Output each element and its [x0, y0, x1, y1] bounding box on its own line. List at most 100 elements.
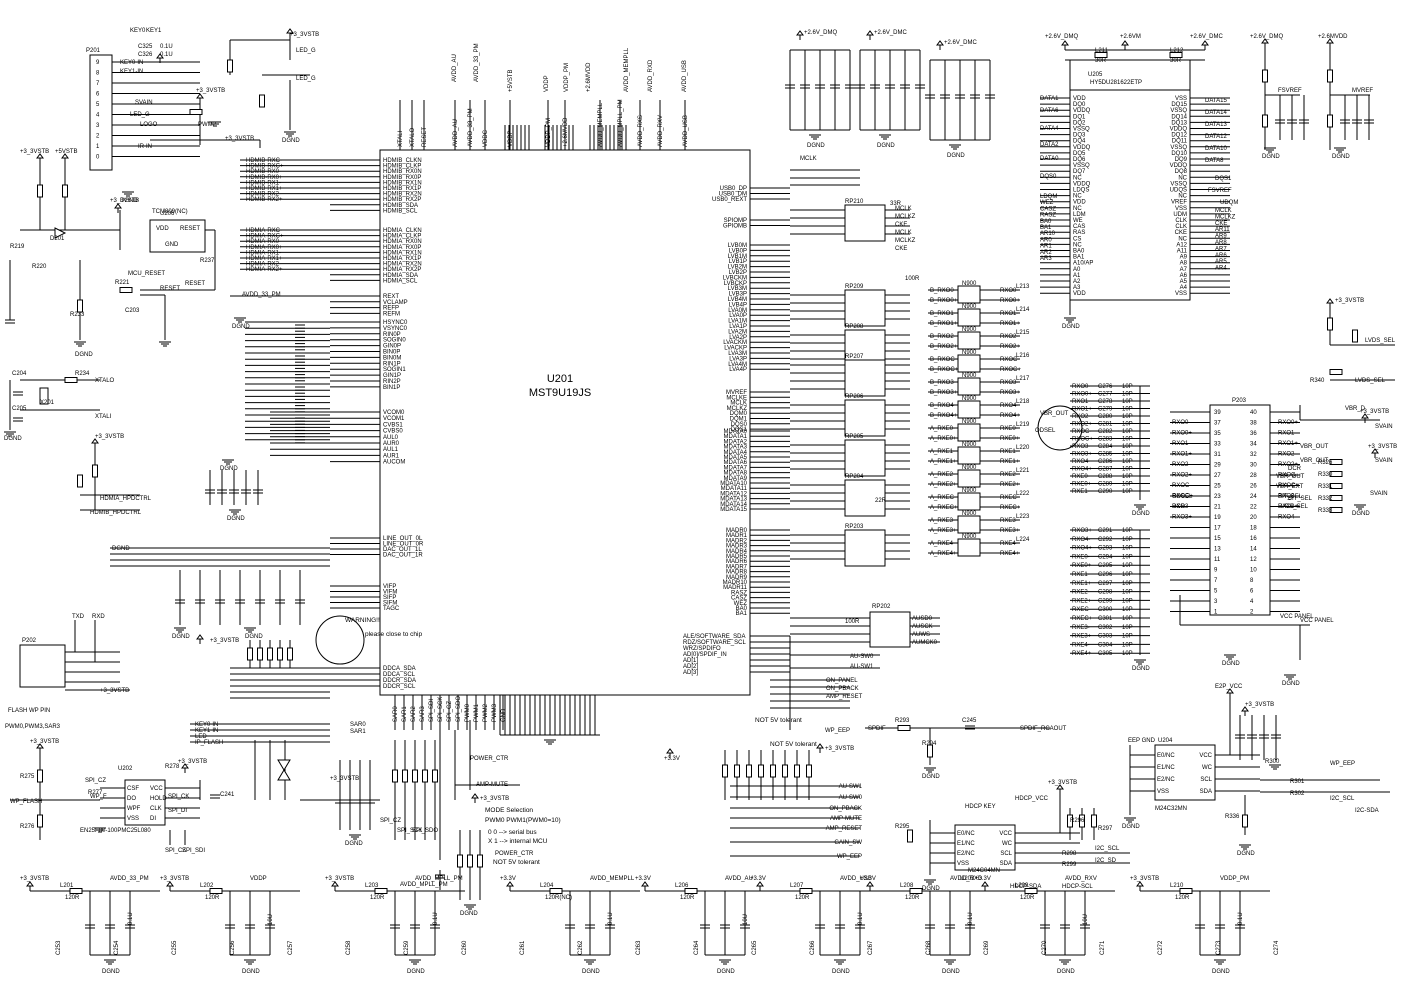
cap-group-dmc2-cap — [955, 94, 965, 99]
rx-cap-bot-ref: C294 — [1098, 554, 1113, 560]
reset-label-2: RESET — [160, 286, 180, 292]
hdcp-res — [1067, 814, 1073, 828]
chip-bottom-pin: PWM1 — [474, 703, 480, 722]
rp-array — [844, 439, 886, 477]
dgnd-eeprom: DGND — [1122, 824, 1140, 830]
chip-right-pin: DQS1 — [731, 427, 748, 433]
rp202-val: 100R — [845, 619, 860, 625]
ddr-left-pin: NC — [1073, 194, 1082, 200]
flash-ref: U202 — [118, 766, 133, 772]
p203-pin-right: 14 — [1250, 547, 1257, 553]
bottom-cap-ref: C266 — [810, 940, 816, 955]
r339-ref: R340 — [1310, 378, 1325, 384]
filter-pwr-7 — [981, 881, 989, 891]
svain-pwr-label: +3_3VSTB — [1360, 409, 1389, 415]
svain-pwr-2-label: +3_3VSTB — [1368, 444, 1397, 450]
choke-part: N900 — [962, 419, 977, 425]
hdcp-pin-r: SCL — [1000, 851, 1012, 857]
ddc-res — [247, 647, 253, 661]
rx-cap-bot-val: 10P — [1122, 537, 1133, 543]
filter-dgnd: DGND — [717, 969, 735, 975]
vbr-out-2: VBR_OUT — [1300, 458, 1329, 464]
choke-n900 — [957, 423, 981, 442]
cap-group-dmq-label: +2.6V_DMQ — [804, 30, 838, 36]
lvds-net: B_RXO0+ — [930, 298, 958, 304]
reset-ic-ref: U206 — [160, 211, 175, 217]
filter-cap — [245, 924, 255, 929]
ddr-data-hi-net: DATA8 — [1205, 158, 1224, 164]
rx-cap-top-ref: C284 — [1098, 444, 1113, 450]
eep-gnd-label: EEP GND — [1128, 738, 1156, 744]
warning-circle — [315, 615, 365, 665]
chip-bottom-pin: SPI_CZ — [447, 701, 453, 722]
lvds-net: B_RXO1+ — [930, 321, 958, 327]
hdcp-pwr-label: +3_3VSTB — [1048, 780, 1077, 786]
rx-net: RXEC+ — [1000, 505, 1021, 511]
rx-cap-bot-val: 10P — [1122, 616, 1133, 622]
ctrl-signal: GAIN_SW — [834, 840, 862, 846]
p203-right-net: RXO2+ — [1278, 462, 1298, 468]
filter-rail: VDDP — [250, 876, 267, 882]
ddr-left-pin: RAS — [1073, 230, 1085, 236]
r302-ref: R302 — [1290, 791, 1305, 797]
r293-ref: R293 — [895, 718, 910, 724]
dgnd-spdif: DGND — [922, 774, 940, 780]
vcc-panel-label-2: VCC PANEL — [1300, 618, 1334, 624]
chip-right-pin: MCLK — [730, 401, 747, 407]
r320 — [1262, 69, 1268, 83]
filter-pwr-0 — [26, 881, 34, 891]
spdif-gnd — [924, 767, 936, 773]
ddr-gnd — [1064, 317, 1076, 323]
bottom-cap-ref: C273 — [1216, 940, 1222, 955]
xtal-ground — [4, 431, 16, 437]
rx-cap-top-ref: C287 — [1098, 467, 1113, 473]
chip-right-pin: GPIOMB — [723, 224, 747, 230]
l212 — [1169, 52, 1183, 58]
filter-src: +3_3VSTB — [20, 876, 49, 882]
choke-part: N900 — [962, 373, 977, 379]
spdif-label: SPDIF — [868, 726, 886, 732]
chip-right-pin: LVB2P — [729, 270, 747, 276]
ddr-ctrl-net: AR0 — [1040, 237, 1052, 243]
p203-pin-right: 10 — [1250, 568, 1257, 574]
p203-left-net: RXO0+ — [1172, 431, 1192, 437]
ddr-side-net: MCLK — [895, 230, 912, 236]
chip-bottom-pin: GND — [501, 708, 507, 722]
rx-cap-net-b: RXO4+ — [1072, 546, 1092, 552]
filter-rail: AVDD_33_PM — [110, 876, 149, 882]
chip-left-pin: DAC_OUT_1L — [383, 547, 422, 553]
lvds-sel-pwr-label: +3_3VSTB — [1335, 298, 1364, 304]
chip-left-pin: AUR0 — [383, 441, 400, 447]
ddr-data-hi-net: DATA13 — [1205, 122, 1227, 128]
hdmib-net: HDMIB-RX0- — [246, 169, 281, 175]
ddr-left-pin: DQ1 — [1073, 114, 1086, 120]
filter-pwr-4 — [641, 881, 649, 891]
rp-val-33r: 33R — [890, 201, 902, 207]
chip-right-pin: MDATA9 — [724, 476, 748, 482]
key1-label: KEY1 — [146, 28, 162, 34]
bottom-cap-ref: C256 — [230, 940, 236, 955]
ddr-right-pin: A12 — [1176, 242, 1187, 248]
sar-net: KEY1-IN — [195, 728, 218, 734]
rx-net: RXO2- — [1000, 334, 1018, 340]
hdcp-scl-label: HDCP-SCL — [1062, 884, 1093, 890]
dgnd-aud: DGND — [227, 516, 245, 522]
hdmia-net: HDMIA-RX1- — [246, 250, 281, 256]
mvref-cap — [1340, 119, 1350, 124]
filter-ref: L210 — [1170, 883, 1184, 889]
p203-pin-right: 18 — [1250, 526, 1257, 532]
filter-val: 120R(NC) — [545, 895, 572, 901]
gpio-net: ALE/SOFTWARE_SDA — [683, 634, 745, 640]
reset-r-gnd — [74, 341, 86, 347]
p202-ref: P202 — [22, 638, 37, 644]
ddr-pwr-dmc — [1201, 40, 1209, 50]
chip-right-pin: LVA1P — [729, 324, 747, 330]
reset-33-label: +3_3VSTB — [20, 149, 49, 155]
hdcp-gnd — [924, 879, 936, 885]
chip-right-pin: LVA1M — [728, 319, 747, 325]
ddr-right-pin: CLK — [1175, 218, 1187, 224]
chip-right-pin: MADR6 — [726, 559, 748, 565]
wire-layer — [9, 38, 1395, 956]
choke-ref: L217 — [1016, 376, 1030, 382]
ctrl-signal: ON_PBACK — [829, 806, 862, 812]
